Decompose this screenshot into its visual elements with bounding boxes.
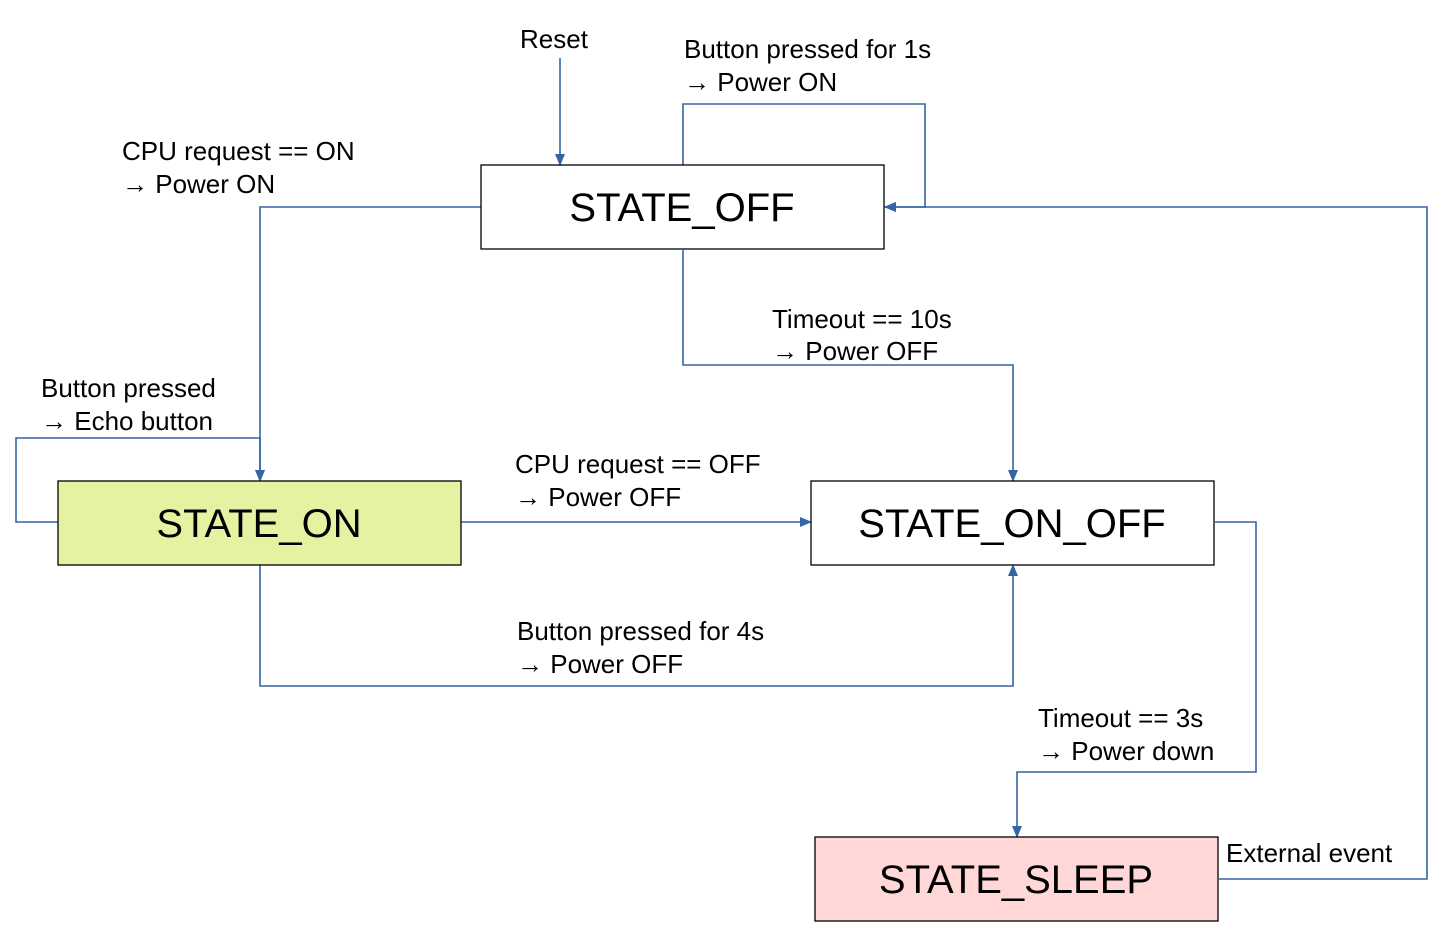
on-to-on-off-cpu-label-line2: → Power OFF bbox=[515, 482, 681, 512]
on-off-to-sleep-label-line2: → Power down bbox=[1038, 736, 1214, 766]
state-on-box bbox=[57, 480, 462, 566]
state-sleep-box bbox=[814, 836, 1219, 922]
off-to-on-off-label-line2: → Power OFF bbox=[772, 336, 938, 366]
edges bbox=[15, 58, 1428, 880]
state-off-label: STATE_OFF bbox=[569, 186, 794, 230]
sleep-to-off-label: External event bbox=[1226, 838, 1393, 868]
state-off-box bbox=[480, 164, 885, 250]
state-on-off-label: STATE_ON_OFF bbox=[858, 502, 1165, 546]
edge-on-off-to-sleep bbox=[1012, 521, 1257, 838]
reset-label: Reset bbox=[520, 24, 589, 54]
on-self-label-line1: Button pressed bbox=[41, 373, 216, 403]
edge-sleep-to-off bbox=[884, 202, 1428, 880]
state-sleep-label: STATE_SLEEP bbox=[879, 858, 1153, 902]
on-off-to-sleep-label-line1: Timeout == 3s bbox=[1038, 703, 1203, 733]
state-on-off: STATE_ON_OFF bbox=[810, 480, 1215, 566]
off-self-label-line1: Button pressed for 1s bbox=[684, 34, 931, 64]
off-to-on-label-line2: → Power ON bbox=[122, 169, 275, 199]
edge-off-to-on bbox=[255, 206, 481, 482]
on-to-on-off-button-label-line1: Button pressed for 4s bbox=[517, 616, 764, 646]
state-on: STATE_ON bbox=[57, 480, 462, 566]
state-on-label: STATE_ON bbox=[156, 502, 361, 546]
on-self-label-line2: → Echo button bbox=[41, 406, 213, 436]
edge-off-to-on-off bbox=[682, 250, 1018, 482]
state-on-off-box bbox=[810, 480, 1215, 566]
off-to-on-off-label-line1: Timeout == 10s bbox=[772, 304, 952, 334]
on-to-on-off-button-label-line2: → Power OFF bbox=[517, 649, 683, 679]
state-sleep: STATE_SLEEP bbox=[814, 836, 1219, 922]
edge-on-self-loop bbox=[15, 437, 265, 523]
state-off: STATE_OFF bbox=[480, 164, 885, 250]
on-to-on-off-cpu-label-line1: CPU request == OFF bbox=[515, 449, 761, 479]
off-to-on-label-line1: CPU request == ON bbox=[122, 136, 355, 166]
edge-labels: Reset Button pressed for 1s → Power ON C… bbox=[41, 24, 1393, 868]
off-self-label-line2: → Power ON bbox=[684, 67, 837, 97]
edge-on-to-on-off-button bbox=[259, 564, 1018, 687]
